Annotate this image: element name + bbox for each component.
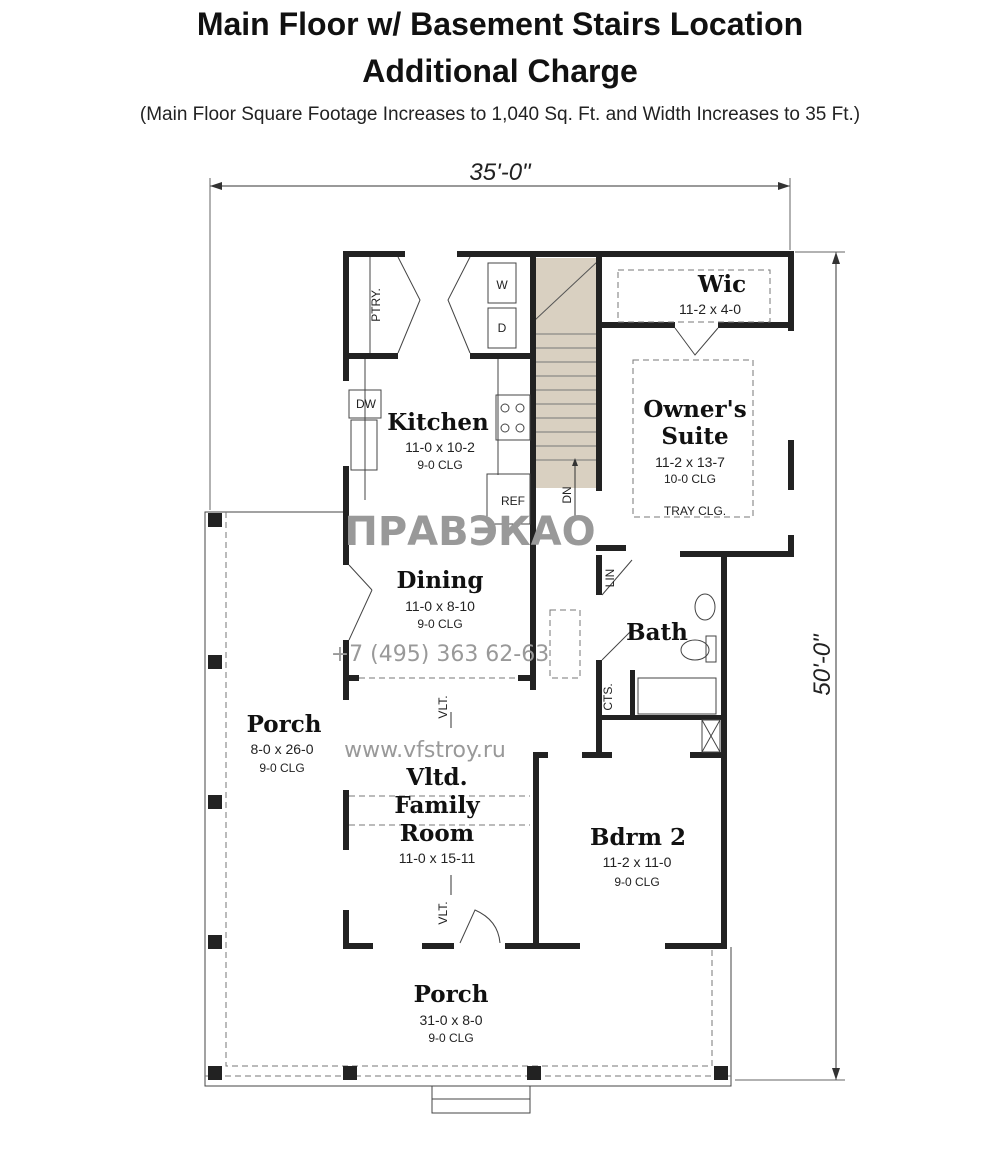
svg-text:PTRY.: PTRY. — [369, 288, 383, 322]
svg-text:DW: DW — [356, 397, 377, 411]
svg-text:W: W — [496, 278, 508, 292]
watermark: ПРАВЭКАО +7 (495) 363 62-63 www.vfstroy.… — [331, 509, 596, 763]
svg-text:Suite: Suite — [661, 423, 728, 450]
svg-text:CTS.: CTS. — [601, 683, 615, 710]
plan-subtitle: (Main Floor Square Footage Increases to … — [139, 104, 861, 125]
svg-text:VLT.: VLT. — [436, 901, 450, 924]
room-front-porch: Porch 31-0 x 8-0 9-0 CLG — [414, 981, 489, 1045]
svg-text:Family: Family — [394, 792, 480, 819]
svg-text:Kitchen: Kitchen — [387, 409, 489, 436]
svg-text:9-0 CLG: 9-0 CLG — [259, 761, 304, 775]
svg-text:Porch: Porch — [247, 711, 322, 738]
room-owners-suite: Owner's Suite 11-2 x 13-7 10-0 CLG TRAY … — [643, 396, 746, 518]
svg-text:Wic: Wic — [697, 271, 746, 298]
svg-text:9-0 CLG: 9-0 CLG — [417, 617, 462, 631]
watermark-phone: +7 (495) 363 62-63 — [331, 642, 550, 667]
svg-text:Bdrm 2: Bdrm 2 — [590, 824, 686, 851]
svg-text:11-2 x 11-0: 11-2 x 11-0 — [603, 854, 672, 870]
svg-text:31-0 x 8-0: 31-0 x 8-0 — [419, 1012, 482, 1028]
svg-text:VLT.: VLT. — [436, 695, 450, 718]
room-bdrm2: Bdrm 2 11-2 x 11-0 9-0 CLG — [590, 824, 686, 889]
room-side-porch: Porch 8-0 x 26-0 9-0 CLG — [247, 711, 322, 775]
svg-text:11-0 x 10-2: 11-0 x 10-2 — [405, 439, 475, 455]
room-bath: Bath — [626, 619, 688, 646]
svg-text:10-0 CLG: 10-0 CLG — [664, 472, 716, 486]
svg-text:TRAY CLG.: TRAY CLG. — [664, 504, 726, 518]
svg-text:Vltd.: Vltd. — [405, 764, 467, 791]
svg-text:11-0 x 8-10: 11-0 x 8-10 — [405, 598, 475, 614]
svg-text:11-2 x 4-0: 11-2 x 4-0 — [679, 301, 741, 317]
svg-text:Room: Room — [400, 820, 474, 847]
basement-stairs — [534, 258, 598, 520]
room-wic: Wic 11-2 x 4-0 — [679, 271, 746, 317]
svg-text:D: D — [498, 321, 507, 335]
room-family: Vltd. Family Room 11-0 x 15-11 — [394, 764, 480, 866]
svg-text:DN: DN — [560, 486, 574, 503]
svg-text:8-0 x 26-0: 8-0 x 26-0 — [250, 741, 313, 757]
depth-label: 50'-0" — [809, 633, 836, 696]
fixture-labels: PTRY. W D DW REF DN LIN CTS. VLT. VLT. — [356, 278, 617, 925]
svg-text:9-0 CLG: 9-0 CLG — [614, 875, 659, 889]
width-label: 35'-0" — [469, 159, 532, 186]
walls — [343, 251, 794, 949]
room-kitchen: Kitchen 11-0 x 10-2 9-0 CLG — [387, 409, 489, 472]
svg-text:9-0 CLG: 9-0 CLG — [428, 1031, 473, 1045]
porch-outline — [204, 511, 732, 1114]
svg-text:REF: REF — [501, 494, 525, 508]
svg-text:Dining: Dining — [397, 567, 484, 594]
room-dining: Dining 11-0 x 8-10 9-0 CLG — [397, 567, 484, 631]
width-dimension: 35'-0" — [209, 159, 791, 510]
svg-text:Bath: Bath — [626, 619, 688, 646]
svg-text:LIN: LIN — [603, 569, 617, 588]
porch-posts — [208, 513, 728, 1080]
svg-text:11-0 x 15-11: 11-0 x 15-11 — [399, 850, 476, 866]
plan-title-line2: Additional Charge — [362, 53, 638, 89]
svg-text:Owner's: Owner's — [643, 396, 746, 423]
svg-text:Porch: Porch — [414, 981, 489, 1008]
depth-dimension: 50'-0" — [735, 251, 845, 1081]
svg-text:11-2 x 13-7: 11-2 x 13-7 — [655, 454, 725, 470]
interior-lines — [348, 256, 771, 944]
watermark-logo: ПРАВЭКАО — [344, 509, 595, 555]
plan-title: Main Floor w/ Basement Stairs Location — [196, 6, 804, 42]
watermark-url: www.vfstroy.ru — [344, 738, 506, 763]
svg-text:9-0 CLG: 9-0 CLG — [417, 458, 462, 472]
